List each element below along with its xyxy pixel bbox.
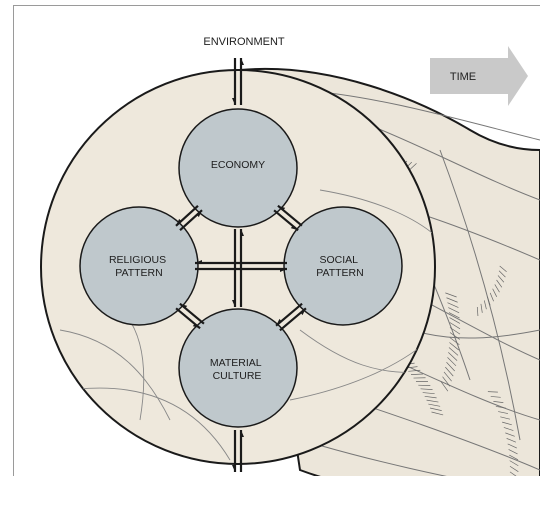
time-arrow [430, 46, 528, 106]
diagram-frame [13, 5, 540, 476]
arrow-head [175, 218, 182, 226]
hatch-stroke [443, 371, 452, 382]
hatch-stroke [497, 275, 505, 283]
arrow-head [232, 300, 235, 307]
social-label-line1: SOCIAL [319, 254, 358, 266]
hatch-stroke [509, 471, 517, 476]
hatch-stroke [502, 421, 512, 426]
hatch-stroke [493, 401, 504, 403]
arrow-head [300, 308, 306, 316]
hatch-stroke [448, 352, 458, 361]
hatch-stroke [448, 347, 459, 356]
hatch-stroke [507, 443, 517, 449]
economy-label-line: ECONOMY [211, 159, 265, 171]
hatch-stroke [446, 362, 455, 372]
arrow-head [232, 98, 235, 105]
hatch-stroke [489, 292, 494, 302]
arrow-shaft [179, 209, 203, 232]
hatch-stroke [447, 302, 459, 308]
economy-node [178, 108, 298, 228]
hatch-stroke [510, 477, 518, 483]
hatch-stroke [420, 388, 433, 390]
religious-label-line1: RELIGIOUS [109, 254, 166, 266]
arrow-head [241, 58, 244, 65]
arrow-head [195, 260, 202, 263]
hatch-stroke [476, 306, 479, 317]
arrow-head [241, 229, 244, 236]
hatch-stroke [410, 373, 423, 376]
arrow-shaft [279, 307, 307, 332]
arrow-head [192, 323, 201, 329]
hatch-stroke [498, 411, 509, 414]
hatch-stroke [509, 460, 519, 467]
hatch-stroke [498, 270, 506, 278]
hatch-stroke [445, 292, 457, 298]
religious-pattern-node [79, 206, 199, 326]
hatch-stroke [422, 392, 435, 395]
hatch-stroke [429, 407, 442, 411]
interaction-arrows [175, 58, 307, 472]
hatch-stroke [447, 357, 457, 367]
arrow-head [196, 210, 203, 218]
religious-label-line2: PATTERN [115, 267, 162, 279]
hatch-stroke [449, 317, 461, 324]
hatch-stroke [483, 300, 487, 310]
arrow-head [241, 430, 244, 437]
hatch-stroke [448, 312, 460, 319]
hatch-stroke [449, 337, 460, 346]
arrow-head [232, 465, 235, 472]
social-label-line2: PATTERN [316, 267, 363, 279]
hatch-stroke [449, 332, 460, 340]
hatch-stroke [499, 265, 507, 273]
religious-pattern-label: RELIGIOUS PATTERN [109, 254, 169, 279]
material-label-line1: MATERIAL [210, 357, 262, 369]
hatch-stroke [487, 296, 491, 306]
arrow-shaft [179, 302, 205, 325]
social-pattern-node [283, 206, 403, 326]
hatch-stroke [495, 406, 506, 409]
arrow-shaft [275, 302, 303, 327]
hatch-stroke [431, 411, 444, 416]
environment-label: ENVIRONMENT [203, 36, 285, 48]
hatch-stroke [508, 449, 518, 455]
hatch-stroke [428, 403, 441, 407]
arrow-shaft [175, 307, 201, 330]
arrow-shaft [175, 204, 199, 227]
hatch-stroke [449, 322, 461, 330]
social-pattern-label: SOCIAL PATTERN [316, 254, 363, 279]
hatch-stroke [449, 342, 460, 351]
hatch-stroke [492, 288, 498, 297]
hatch-stroke [408, 369, 421, 372]
arrow-head [277, 205, 286, 211]
hatch-stroke [446, 297, 458, 303]
hatch-stroke [503, 427, 514, 431]
system-circle [40, 69, 436, 465]
hatch-stroke [424, 395, 437, 399]
arrow-head [290, 225, 299, 231]
hatch-stroke [496, 279, 503, 288]
economy-label: ECONOMY [211, 159, 265, 171]
hatch-stroke [480, 303, 483, 313]
hatch-stroke [506, 438, 517, 443]
hatch-stroke [449, 327, 461, 335]
hatch-stroke [448, 307, 460, 314]
hatch-stroke [490, 396, 501, 398]
arrow-head [280, 269, 287, 272]
hatch-stroke [500, 416, 511, 420]
material-culture-label: MATERIAL CULTURE [210, 357, 264, 382]
arrow-head [276, 318, 282, 326]
time-label: TIME [450, 71, 476, 83]
material-label-line2: CULTURE [213, 370, 262, 382]
hatch-stroke [509, 454, 519, 461]
hatch-stroke [509, 465, 519, 472]
hatch-stroke [442, 376, 451, 387]
hatch-stroke [505, 432, 515, 437]
hatch-stroke [494, 284, 500, 293]
hatch-stroke [426, 399, 439, 403]
hatch-stroke [445, 366, 454, 377]
material-culture-node [178, 308, 298, 428]
arrow-head [179, 303, 188, 309]
hatch-stroke [440, 381, 449, 392]
